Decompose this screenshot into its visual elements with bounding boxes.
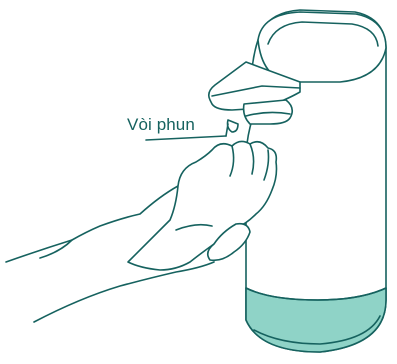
nozzle-callout-label: Vòi phun [127,115,195,135]
open-hand-icon [6,141,277,322]
